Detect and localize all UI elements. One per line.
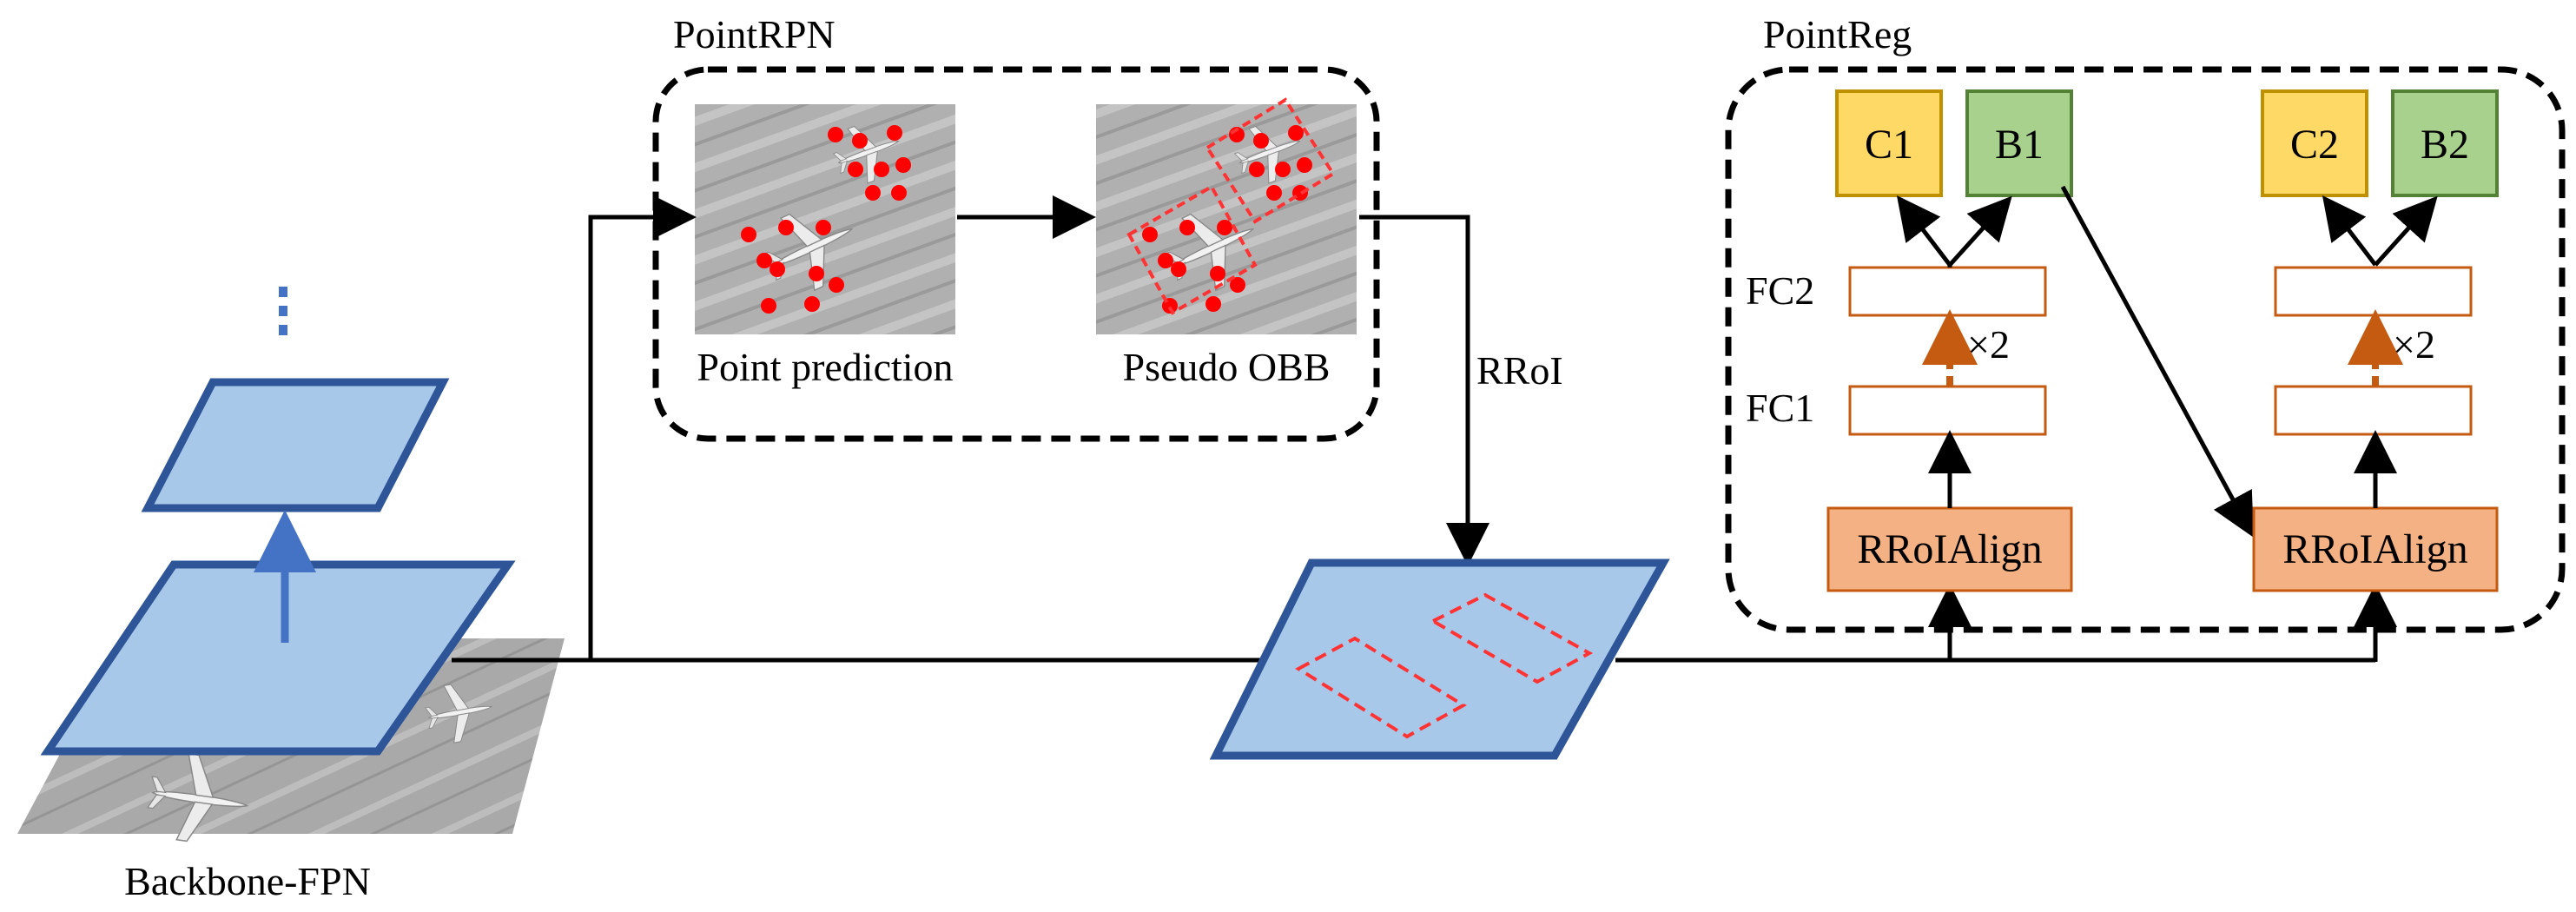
- fc2-to-c1-arrow: [1896, 195, 1952, 267]
- backbone-fpn-label: Backbone-FPN: [124, 859, 371, 903]
- pseudo-obb-box: [1126, 184, 1258, 315]
- point-prediction-label: Point prediction: [697, 345, 953, 389]
- fc2-to-b1-arrow: [1948, 195, 2012, 267]
- point-reg-title: PointReg: [1763, 12, 1912, 56]
- fpn-feature-map-large: [40, 560, 516, 756]
- fc2-label: FC2: [1746, 268, 1814, 313]
- stage-2-head: C2 B2 RRoIAlign ×2: [2252, 89, 2499, 592]
- pseudo-obb-box: [1205, 97, 1336, 224]
- pseudo-obb-image: Pseudo OBB: [1096, 97, 1357, 389]
- fpn-feature-map-small: [141, 378, 450, 512]
- point-rpn-module: PointRPN Point prediction: [652, 12, 1380, 442]
- pseudo-obb-label: Pseudo OBB: [1123, 345, 1331, 389]
- times2-label-a: ×2: [1967, 322, 2010, 367]
- classification-box-c1: [1835, 89, 1943, 197]
- b2-label: B2: [2421, 122, 2469, 168]
- point-reg-module: PointReg C1 B1 RRoIAlign ×2 FC2 FC1 C2: [1725, 12, 2566, 633]
- b1-to-align2-arrow: [2060, 185, 2254, 538]
- rroialign-box-2: [2252, 506, 2499, 592]
- rroi-label: RRoI: [1476, 348, 1563, 393]
- times2-label-b: ×2: [2393, 322, 2435, 367]
- rroialign-1-label: RRoIAlign: [1857, 526, 2042, 572]
- rroialign-2-label: RRoIAlign: [2282, 526, 2467, 572]
- rroi-feature-map: [1209, 558, 1670, 760]
- rroialign-box-1: [1826, 506, 2073, 592]
- fc1-layer: [2274, 385, 2473, 436]
- fc2-to-b2-arrow: [2374, 195, 2438, 267]
- point-prediction-image: Point prediction: [695, 104, 955, 389]
- stage-1-head: C1 B1 RRoIAlign ×2: [1826, 89, 2073, 592]
- fc2-layer: [2274, 266, 2473, 317]
- regression-box-b1: [1965, 89, 2073, 197]
- rpn-to-rroi-arrow: [1359, 215, 1489, 566]
- rroi-feature-map-plane: [1209, 558, 1670, 760]
- rroi-box: [1295, 636, 1467, 739]
- predicted-points: [1142, 125, 1312, 314]
- fc1-label: FC1: [1746, 386, 1814, 430]
- c1-label: C1: [1865, 122, 1913, 168]
- predicted-points: [741, 125, 911, 314]
- backbone-fpn: Backbone-FPN: [17, 287, 565, 903]
- classification-box-c2: [2261, 89, 2368, 197]
- point-reg-dashed-frame: [1725, 66, 2566, 633]
- fpn-more-levels-ellipsis: [279, 287, 287, 335]
- backbone-to-rpn-arrow: [588, 195, 697, 660]
- fc2-to-c2-arrow: [2322, 195, 2377, 267]
- rroi-box: [1429, 592, 1594, 684]
- b1-label: B1: [1995, 122, 2044, 168]
- point-rpn-dashed-frame: [652, 66, 1380, 442]
- fc1-layer: [1848, 385, 2047, 436]
- point-rpn-title: PointRPN: [673, 12, 836, 56]
- c2-label: C2: [2290, 122, 2339, 168]
- fc2-layer: [1848, 266, 2047, 317]
- regression-box-b2: [2391, 89, 2499, 197]
